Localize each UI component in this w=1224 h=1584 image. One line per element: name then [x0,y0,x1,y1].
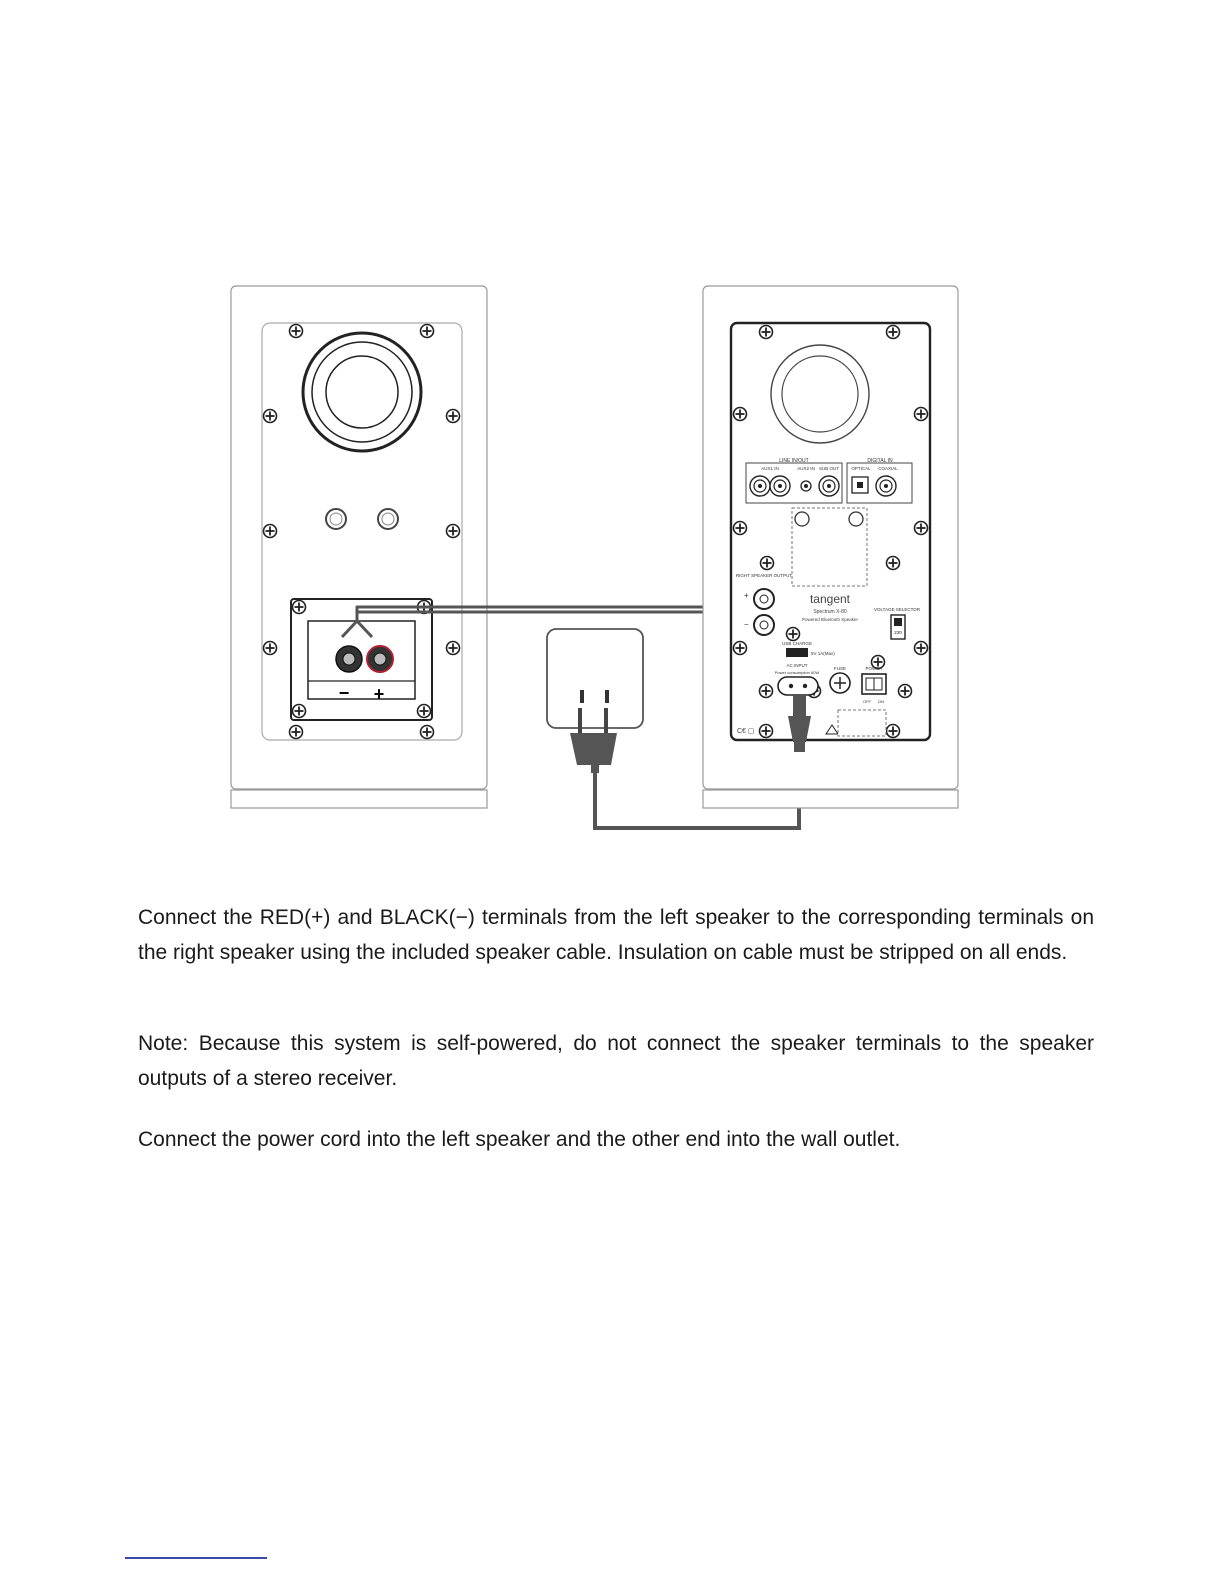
svg-text:USB CHARGE: USB CHARGE [782,641,812,646]
black-terminal-icon [335,645,363,673]
svg-text:Powered Bluetooth Speaker: Powered Bluetooth Speaker [802,617,859,622]
usb-charge-port: USB CHARGE 5V 1A(Max) [782,641,835,657]
woofer-icon [301,331,423,453]
brand-logo: tangent [810,592,851,606]
svg-text:5V 1A(Max): 5V 1A(Max) [811,651,835,656]
svg-text:Spectrum X-80: Spectrum X-80 [813,609,847,615]
power-plug-icon [570,708,617,773]
connection-diagram: − + [230,285,959,830]
svg-text:ON: ON [878,699,884,704]
svg-text:AUX2 IN: AUX2 IN [797,466,815,471]
power-connector-icon [788,694,811,752]
note-self-powered: Note: Because this system is self-powere… [138,1032,1094,1090]
svg-text:−: − [744,620,749,629]
instruction-power-cord: Connect the power cord into the left spe… [138,1128,901,1151]
svg-text:VOLTAGE SELECTOR: VOLTAGE SELECTOR [874,607,921,612]
svg-text:AUX1 IN: AUX1 IN [761,466,779,471]
svg-text:OPTICAL: OPTICAL [851,466,871,471]
svg-text:FUSE: FUSE [834,666,846,671]
svg-text:AC INPUT: AC INPUT [786,663,807,668]
svg-text:RIGHT SPEAKER OUTPUT: RIGHT SPEAKER OUTPUT [736,573,792,578]
right-speaker-output: RIGHT SPEAKER OUTPUT + − [736,573,792,636]
svg-text:230: 230 [894,630,902,635]
line-in-out-panel: LINE IN/OUT AUX1 IN AUX2 IN SUB OUT [745,458,843,504]
instruction-speaker-cable: Connect the RED(+) and BLACK(−) terminal… [138,906,1094,964]
active-speaker-rear: LINE IN/OUT AUX1 IN AUX2 IN SUB OUT DIGI… [702,285,959,809]
red-terminal-icon [366,645,394,673]
digital-in-panel: DIGITAL IN OPTICAL COAXIAL [846,458,913,504]
svg-text:SUB OUT: SUB OUT [819,466,839,471]
wall-outlet [546,628,644,729]
svg-text:Power consumption 80W: Power consumption 80W [775,670,820,675]
passive-speaker: − + [230,285,488,809]
left-minus-label: − [339,683,350,703]
svg-text:COAXIAL: COAXIAL [878,466,898,471]
power-switch: POWER OFF ON [861,666,887,704]
svg-text:OFF: OFF [863,699,872,704]
svg-text:POWER: POWER [865,666,883,671]
fuse-holder: FUSE [829,666,851,694]
svg-text:+: + [744,591,749,600]
svg-text:LINE IN/OUT: LINE IN/OUT [779,458,808,464]
bass-port-icon [770,344,870,444]
svg-text:DIGITAL IN: DIGITAL IN [867,458,893,464]
certification-marks: C€ ▢ [737,728,755,735]
voltage-selector: VOLTAGE SELECTOR 230 [874,607,921,640]
left-plus-label: + [374,684,385,704]
speaker-terminal-plate: − + [290,598,433,721]
footnote-divider [125,1557,267,1559]
